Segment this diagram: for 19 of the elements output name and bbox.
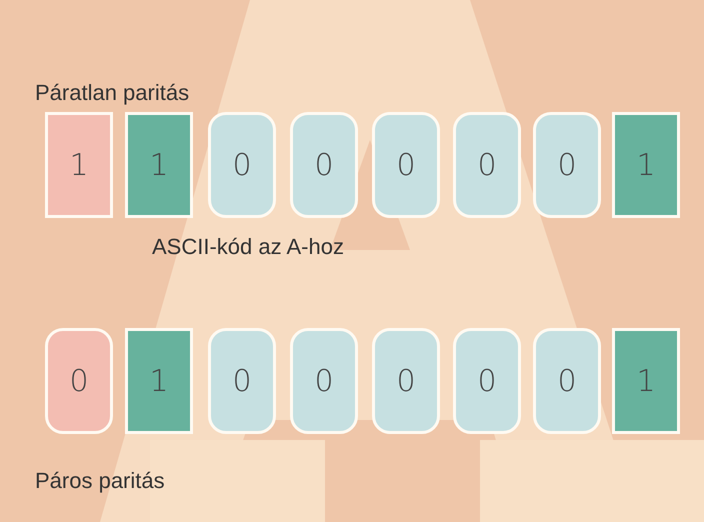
caption-text: Páratlan paritás — [35, 80, 190, 106]
bit-box: 1 — [125, 112, 193, 218]
rounded-bit-box: 0 — [533, 328, 601, 434]
caption-text: Páros paritás — [35, 468, 165, 494]
rounded-bit-box: 0 — [290, 112, 358, 218]
rounded-bit-box: 0 — [372, 112, 440, 218]
rounded-bit-box: 0 — [208, 328, 276, 434]
rounded-bit-box: 0 — [453, 112, 521, 218]
bit-box: 1 — [612, 112, 680, 218]
rounded-bit-box: 0 — [372, 328, 440, 434]
bit-box: 1 — [612, 328, 680, 434]
rounded-bit-box: 0 — [290, 328, 358, 434]
rounded-bit-box: 0 — [453, 328, 521, 434]
caption-text: ASCII-kód az A-hoz — [152, 234, 344, 260]
bit-box: 1 — [45, 112, 113, 218]
rounded-bit-box: 0 — [533, 112, 601, 218]
rounded-bit-box: 0 — [208, 112, 276, 218]
rounded-bit-box: 0 — [45, 328, 113, 434]
bit-box: 1 — [125, 328, 193, 434]
